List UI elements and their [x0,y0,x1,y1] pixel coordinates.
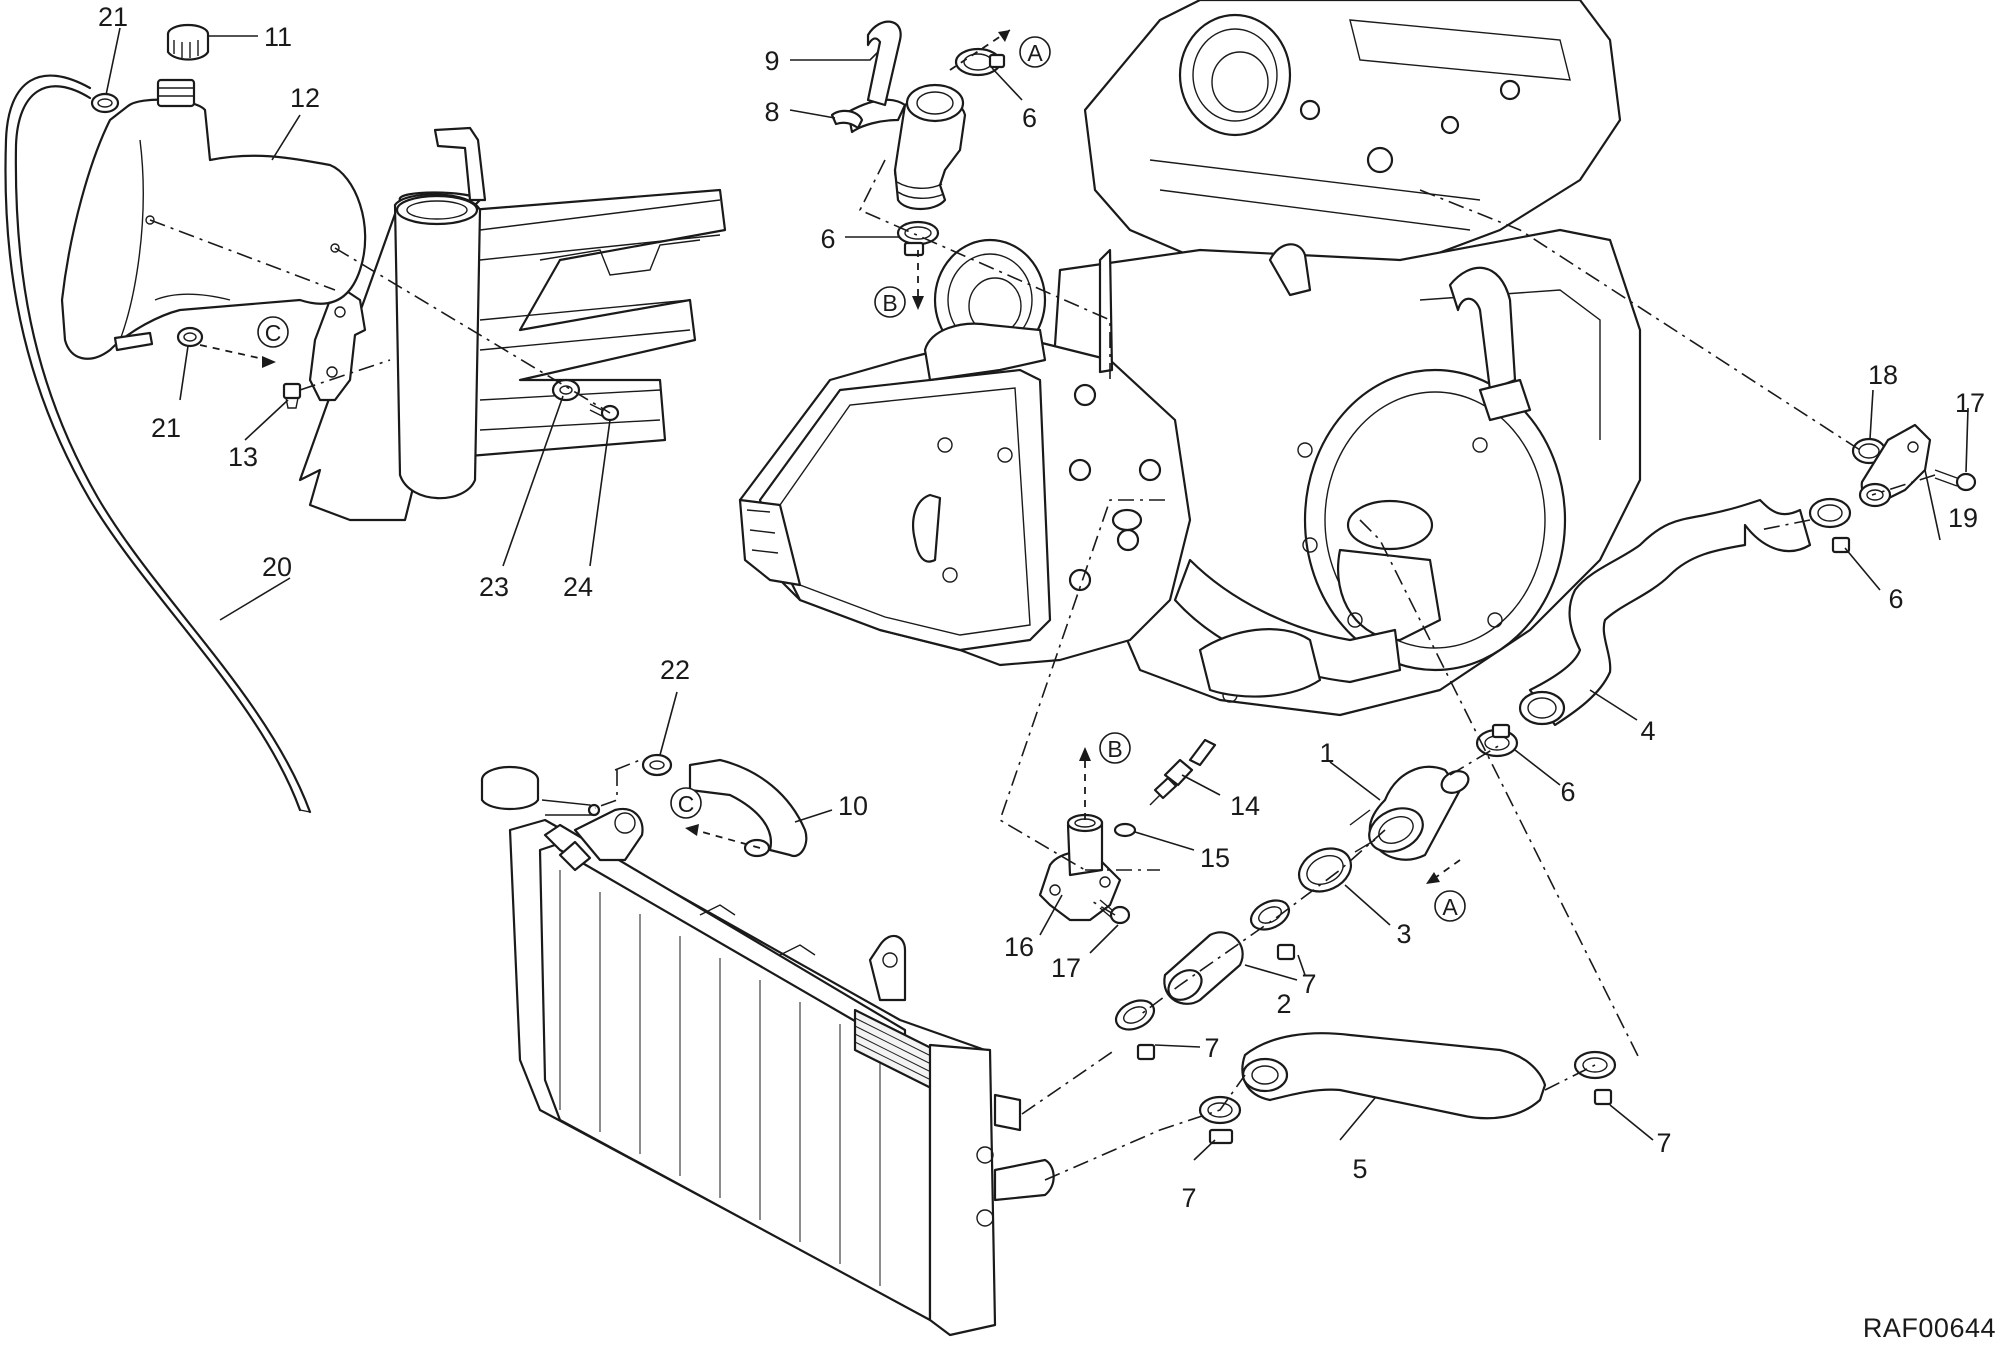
callout-21-bottom: 21 [151,413,181,443]
ref-marker-b-left: B [874,286,906,318]
callout-8: 8 [764,97,779,127]
svg-text:B: B [882,290,897,316]
expansion-tank [60,78,367,360]
callout-4: 4 [1640,716,1655,746]
hose-5 [1241,1032,1547,1120]
callout-1: 1 [1319,738,1334,768]
screw-13 [282,382,302,409]
callout-5: 5 [1352,1154,1367,1184]
callout-3: 3 [1396,919,1411,949]
callout-13: 13 [228,442,258,472]
hose-4 [1518,498,1812,727]
ref-marker-a-top: A [1019,36,1051,68]
grommet-23 [551,378,581,402]
thermostat-1 [1349,765,1470,861]
callout-9: 9 [764,46,779,76]
callout-6-lower-right: 6 [1560,777,1575,807]
callout-15: 15 [1200,843,1230,873]
callout-22: 22 [660,655,690,685]
hose-clamp-6-right [1808,497,1852,554]
seal-3 [1298,847,1352,893]
frame-section [298,126,727,522]
svg-text:C: C [265,320,282,346]
ref-marker-c-radiator: C [670,787,702,819]
hose-clamp-6-top [954,47,1006,77]
hose-clamp-6-mid [896,220,940,257]
callout-18: 18 [1868,360,1898,390]
callout-11: 11 [264,22,292,52]
diagram-code: RAF00644 [1862,1313,1996,1343]
hose-clamp-7-d [1198,1095,1242,1145]
radiator [508,807,1055,1337]
coolant-fitting-19 [1858,423,1932,508]
callout-6-mid: 6 [820,224,835,254]
front-cylinder-head [738,238,1192,667]
svg-text:A: A [1027,40,1043,66]
hose-clamp-21-upper [90,92,120,114]
radiator-cap [480,765,601,817]
ref-marker-c-tank: C [257,316,289,348]
callout-17-right: 17 [1955,388,1985,418]
callout-12: 12 [290,83,320,113]
temperature-sensor-14 [1149,738,1217,806]
tank-cap [166,23,210,61]
callout-19: 19 [1948,503,1978,533]
hose-clamp-22 [641,753,673,777]
ref-marker-b-sensor: B [1099,732,1131,764]
svg-text:C: C [678,791,695,817]
hose-clamp-21-lower [176,326,204,348]
engine-block [1048,0,1642,717]
callout-6-top: 6 [1022,103,1037,133]
callout-7-b: 7 [1204,1033,1219,1063]
callout-21-top: 21 [98,2,128,32]
hose-clamp-7-a [1249,899,1296,961]
screw-17-lower [1099,899,1131,925]
o-ring-15 [1113,822,1137,838]
hose-clamp-7-c [1573,1050,1617,1106]
upper-outlet-fitting [846,20,967,211]
hose-10 [688,758,808,858]
callout-7-d: 7 [1181,1183,1196,1213]
svg-text:B: B [1107,736,1122,762]
callout-16: 16 [1004,932,1034,962]
coolant-fitting-16 [1038,813,1122,922]
callout-6-right: 6 [1888,584,1903,614]
svg-text:A: A [1442,894,1458,920]
callout-7-c: 7 [1656,1128,1671,1158]
callout-23: 23 [479,572,509,602]
callout-24: 24 [563,572,593,602]
callout-10: 10 [838,791,868,821]
callout-17-lower: 17 [1051,953,1081,983]
callout-20: 20 [262,552,292,582]
callout-7-a: 7 [1301,969,1316,999]
ref-marker-a-thermostat: A [1434,890,1466,922]
callout-14: 14 [1230,791,1260,821]
overflow-hose [4,74,312,814]
hose-clamp-6-lower-right [1475,723,1519,758]
callout-2: 2 [1276,989,1291,1019]
screw-17-right [1934,469,1977,492]
spring-clamp-8 [830,109,864,130]
hose-clamp-7-b [1114,999,1156,1061]
